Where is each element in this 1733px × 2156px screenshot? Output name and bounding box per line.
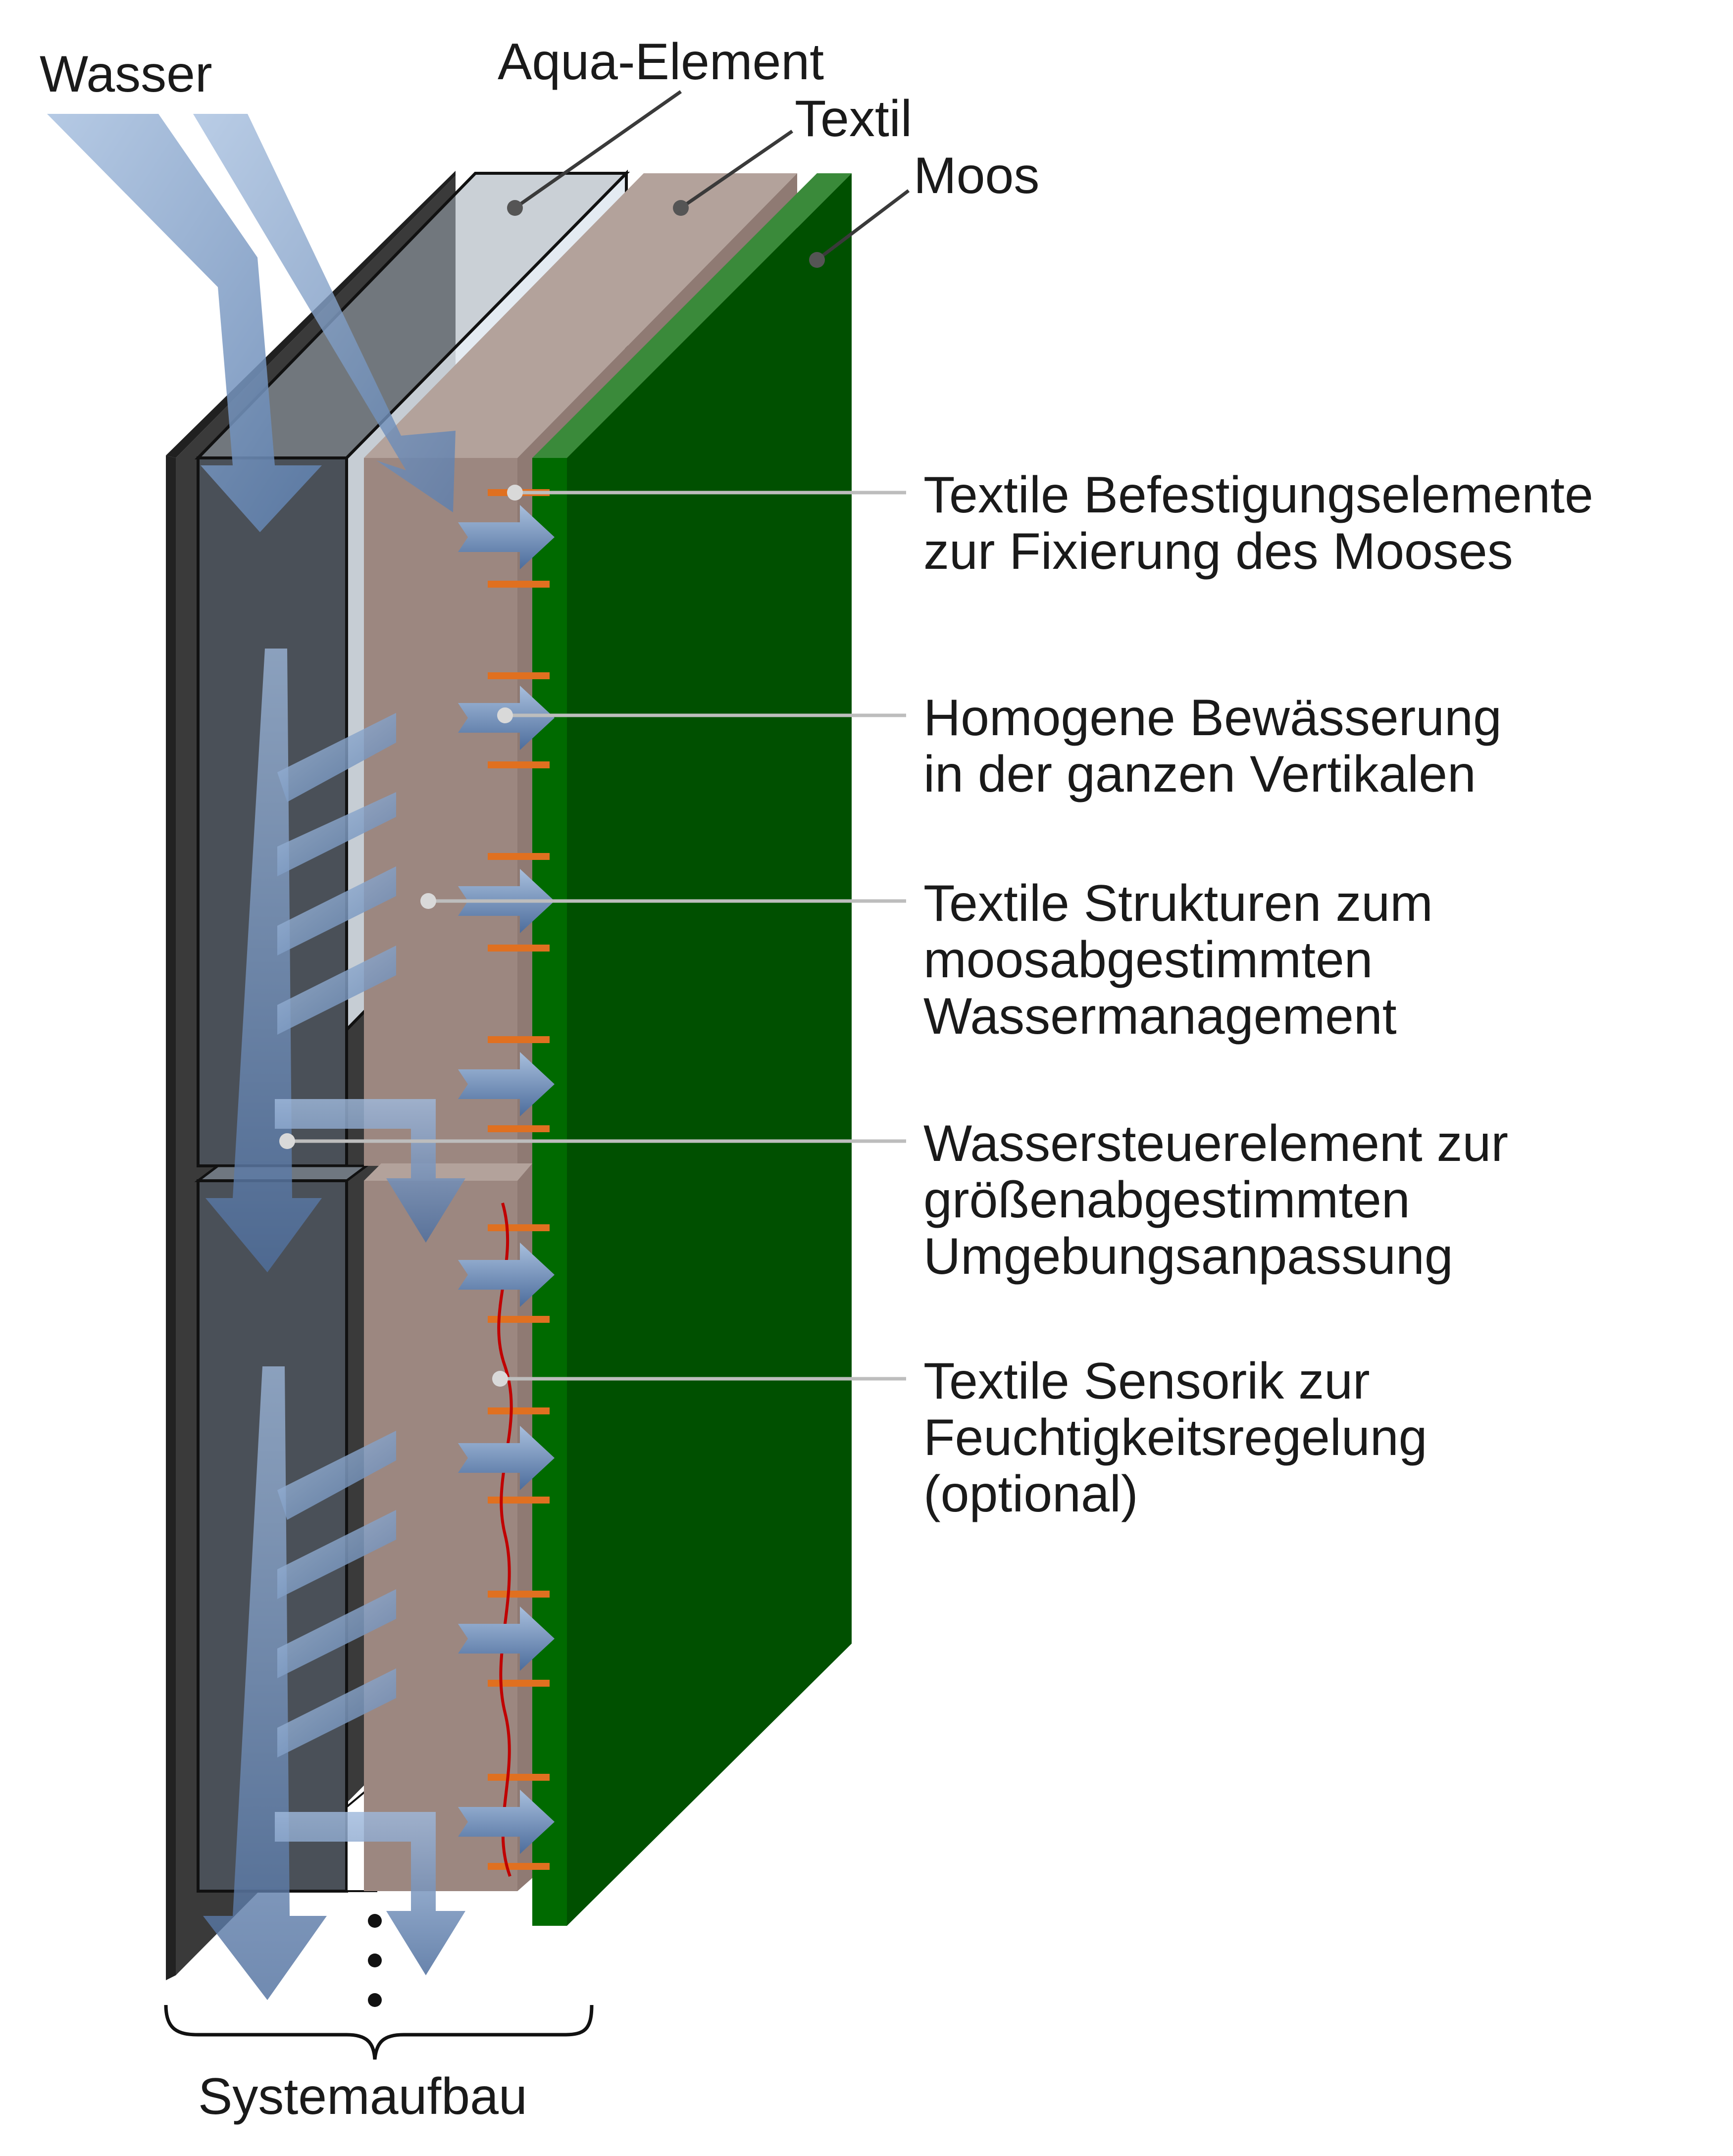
continuation-dots [368, 1914, 382, 2007]
irrigation-arrow [458, 1426, 555, 1490]
moss-layer [532, 173, 852, 1926]
system-brace [164, 2005, 594, 2060]
water-flow-arrows [47, 114, 465, 2000]
irrigation-arrow [458, 1052, 555, 1116]
sensor-wire [497, 1203, 513, 1877]
top-leaders [507, 90, 910, 268]
label-moss: Moos [914, 147, 1039, 204]
label-aqua-element: Aqua-Element [498, 33, 824, 91]
irrigation-arrows [458, 505, 555, 1854]
label-textile: Textil [795, 90, 912, 148]
irrigation-arrow [458, 1606, 555, 1671]
irrigation-arrow [458, 1790, 555, 1854]
irrigation-arrow [458, 505, 555, 569]
irrigation-arrow [458, 1243, 555, 1307]
label-water: Wasser [40, 46, 212, 103]
label-system: Systemaufbau [198, 2068, 527, 2125]
